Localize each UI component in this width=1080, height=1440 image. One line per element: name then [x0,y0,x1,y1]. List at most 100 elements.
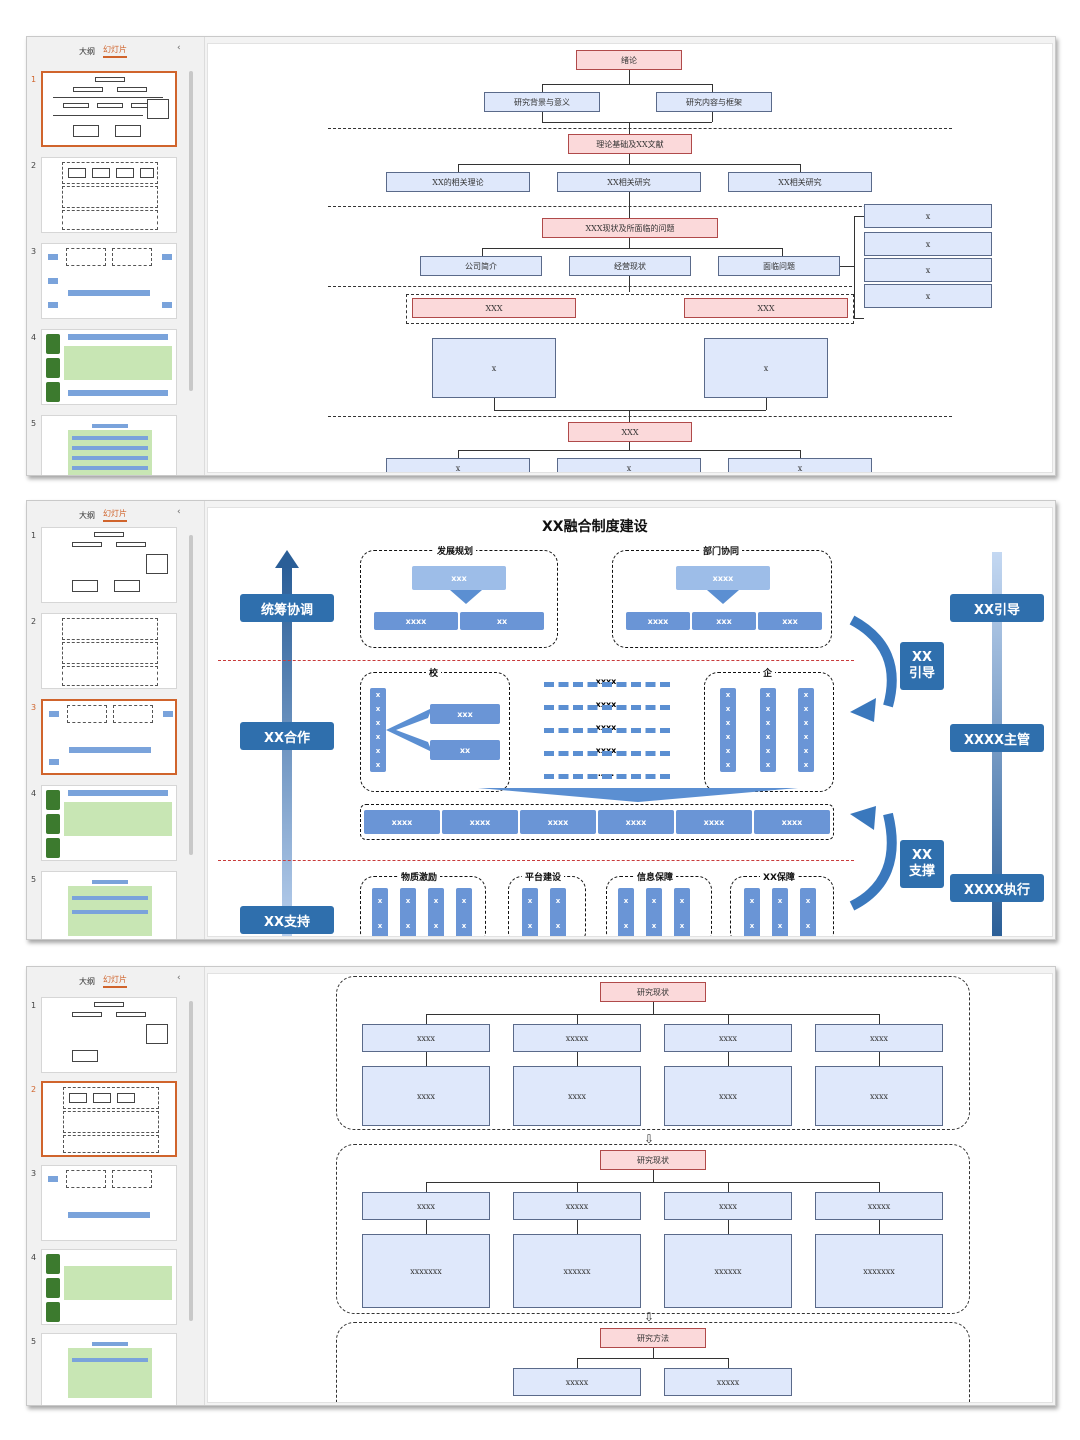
panel-tabs: 大纲 幻灯片 [79,974,127,988]
slide-thumbnail-1[interactable] [41,527,177,603]
node-bottom-b: x [557,458,701,472]
slide-thumbnail-1[interactable] [41,71,177,147]
xxx-group [406,294,854,324]
slide-thumbnail-3[interactable] [41,699,177,775]
slide-thumbnail-3[interactable] [41,1165,177,1241]
s1-r2-c3: xxxx [664,1066,792,1126]
thumb-number: 2 [31,1085,37,1094]
tab-slides[interactable]: 幻灯片 [103,44,127,58]
group-material-label: 物质激励 [398,870,441,883]
group-platform-label: 平台建设 [522,870,565,883]
node-theory-c: XX相关研究 [728,172,872,192]
slide-canvas: XX融合制度建设 统筹协调 XX合作 XX支持 XX引导 XXXX主管 XXXX… [207,507,1053,937]
bar-items: xxxx xxxx xxxx xxxx xxxx xxxx [364,810,830,834]
slide-thumbnail-4[interactable] [41,785,177,861]
group-school-label: 校 [426,666,442,679]
label-support: XX支持 [240,906,334,934]
planning-right: xx [460,612,544,630]
section-2 [336,1144,970,1314]
hollow-arrow-down-icon: ⇩ [644,1310,655,1324]
node-side-2: x [864,232,992,256]
tab-outline[interactable]: 大纲 [79,46,95,56]
s2-r1-c2: xxxxx [513,1192,641,1220]
middle-exchange: xxxx xxxx xxxx xxxx …… [538,670,674,785]
slide-thumbnail-1[interactable] [41,997,177,1073]
s2-r2-c3: xxxxxx [664,1234,792,1308]
thumb-number: 3 [31,1169,37,1178]
planning-left: xxxx [374,612,458,630]
thumb-number: 5 [31,419,37,428]
slide-thumbnail-5[interactable] [41,871,177,939]
label-guide: XX引导 [950,594,1044,622]
slide-thumbnail-4[interactable] [41,1249,177,1325]
group-dept-label: 部门协同 [700,544,743,557]
tab-slides[interactable]: 幻灯片 [103,974,127,988]
thumb-number: 2 [31,161,37,170]
s1-r1-c3: xxxx [664,1024,792,1052]
screenshot-1: 大纲 幻灯片 ‹ 1 2 3 [26,36,1056,476]
section-2-title: 研究现状 [600,1150,706,1170]
group-platform [508,876,586,936]
left-arrow-shaft [282,566,292,936]
tab-outline[interactable]: 大纲 [79,510,95,520]
arrow-up-icon [275,550,299,568]
exchange-label: xxxx [595,723,617,732]
exchange-arrow [544,682,670,688]
tab-slides[interactable]: 幻灯片 [103,508,127,522]
bar-item: xxxx [754,810,830,834]
chevron-left-icon[interactable]: ‹ [177,973,181,983]
s2-r1-c3: xxxx [664,1192,792,1220]
node-theory: 理论基础及XX文献 [568,134,692,154]
slide-thumbnail-3[interactable] [41,243,177,319]
thumb-number: 1 [31,1001,37,1010]
tab-outline[interactable]: 大纲 [79,976,95,986]
bar-item: xxxx [442,810,518,834]
s2-r1-c4: xxxxx [815,1192,943,1220]
node-bottom-c: x [728,458,872,472]
chevron-left-icon[interactable]: ‹ [177,507,181,517]
slide-thumbnail-2[interactable] [41,613,177,689]
exchange-label: xxxx [595,677,617,686]
section-3 [336,1322,970,1402]
thumb-number: 3 [31,247,37,256]
dept-a: xxxx [626,612,690,630]
planning-top: xxx [412,566,506,590]
thumb-number: 5 [31,875,37,884]
slide-thumbnail-2[interactable] [41,1081,177,1157]
curved-arrows [849,615,897,911]
panel-tabs: 大纲 幻灯片 [79,44,127,58]
slide-thumbnail-5[interactable] [41,1333,177,1405]
s1-r1-c2: xxxxx [513,1024,641,1052]
s3-r1-c1: xxxxx [513,1368,641,1396]
s1-r2-c2: xxxx [513,1066,641,1126]
group-info-label: 信息保障 [634,870,677,883]
label-admin: XXXX主管 [950,724,1044,752]
s2-r2-c4: xxxxxxx [815,1234,943,1308]
panel-scrollbar[interactable] [189,535,193,855]
node-bottom: XXX [568,422,692,442]
slide-thumbnail-5[interactable] [41,415,177,475]
node-side-4: x [864,284,992,308]
chevron-left-icon[interactable]: ‹ [177,43,181,53]
slide-panel: 大纲 幻灯片 ‹ 1 2 3 4 [27,967,205,1405]
group-planning-label: 发展规划 [434,544,477,557]
panel-scrollbar[interactable] [189,1001,193,1321]
node-xxx-right: XXX [684,298,848,318]
node-theory-a: XX的相关理论 [386,172,530,192]
merge-arrow [478,788,798,802]
slide-thumbnail-4[interactable] [41,329,177,405]
exchange-arrow [544,728,670,734]
exchange-arrow [544,705,670,711]
s2-r2-c1: xxxxxxx [362,1234,490,1308]
screenshot-3: 大纲 幻灯片 ‹ 1 2 3 4 [26,966,1056,1406]
arrow-down-icon [450,590,482,604]
slide-thumbnail-2[interactable] [41,157,177,233]
bar-item: xxxx [364,810,440,834]
panel-scrollbar[interactable] [189,71,193,391]
